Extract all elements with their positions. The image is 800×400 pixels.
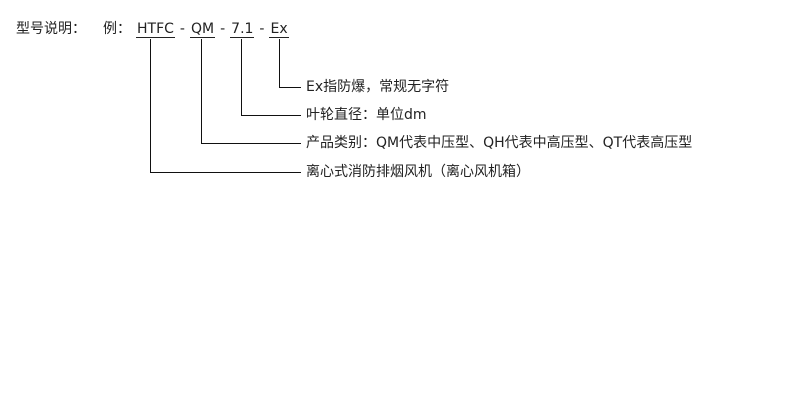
code-segment-explosion-proof: Ex <box>269 21 289 38</box>
connector-line-series-vertical <box>150 39 151 172</box>
explanation-impeller-diameter: 叶轮直径：单位dm <box>306 107 427 123</box>
code-segment-impeller-diameter: 7.1 <box>230 21 255 38</box>
connector-line-explosion-proof-horizontal <box>279 87 301 88</box>
connector-line-series-horizontal <box>150 172 301 173</box>
code-segment-series: HTFC <box>136 21 175 38</box>
code-separator: - <box>179 21 185 37</box>
example-label: 例： <box>103 21 131 37</box>
connector-line-category-horizontal <box>201 143 301 144</box>
connector-line-impeller-vertical <box>241 39 242 115</box>
explanation-product-category: 产品类别：QM代表中压型、QH代表中高压型、QT代表高压型 <box>306 135 693 151</box>
code-segment-category: QM <box>189 21 216 38</box>
explanation-fan-type: 离心式消防排烟风机（离心风机箱） <box>306 164 530 180</box>
code-separator: - <box>259 21 265 37</box>
connector-line-impeller-horizontal <box>241 115 301 116</box>
model-code: HTFC-QM-7.1-Ex <box>136 20 289 38</box>
model-description-label: 型号说明： <box>16 21 86 37</box>
explanation-explosion-proof: Ex指防爆，常规无字符 <box>306 79 450 95</box>
connector-line-category-vertical <box>201 39 202 143</box>
code-separator: - <box>220 21 226 37</box>
connector-line-explosion-proof-vertical <box>279 39 280 87</box>
